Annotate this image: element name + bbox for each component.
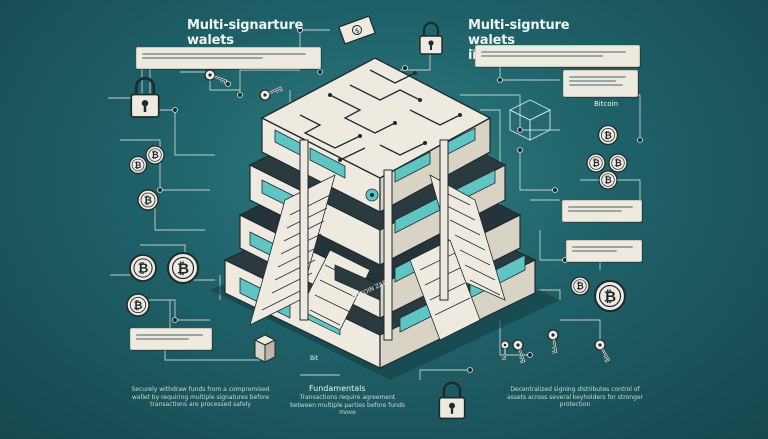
bitcoin-coin-icon xyxy=(145,145,165,165)
key-icon xyxy=(500,340,510,360)
note-right-2 xyxy=(562,200,642,222)
note-left-bottom xyxy=(130,328,212,350)
padlock-icon xyxy=(418,21,444,56)
bitcoin-coin-icon xyxy=(137,189,159,211)
padlock-icon xyxy=(438,381,466,420)
key-icon xyxy=(257,82,284,103)
floor-label: Bit xyxy=(310,355,319,362)
caption-right: Decentralized signing distributes contro… xyxy=(507,386,643,408)
bitcoin-coin-icon xyxy=(128,155,148,175)
key-icon xyxy=(546,328,562,354)
fundamentals-title: Fundamentals xyxy=(309,384,366,393)
note-right-3 xyxy=(566,240,642,262)
cube-icon xyxy=(253,334,277,363)
bitcoin-coin-icon xyxy=(608,153,628,173)
connection-lines xyxy=(108,29,641,380)
note-right-1 xyxy=(563,70,638,97)
key-icon xyxy=(510,337,530,364)
bitcoin-coin-icon xyxy=(126,293,150,317)
bitcoin-coin-icon xyxy=(586,153,606,173)
key-icon xyxy=(592,337,614,364)
note-top-right xyxy=(475,45,640,67)
bitcoin-coin-icon xyxy=(129,254,157,282)
caption-center: Transactions require agreement between m… xyxy=(290,394,405,416)
svg-text:$: $ xyxy=(354,26,361,35)
bitcoin-tag: Bitcoin xyxy=(594,100,619,108)
note-top-left xyxy=(136,47,321,69)
caption-left: Securely withdraw funds from a compromis… xyxy=(131,386,270,408)
bitcoin-coin-icon xyxy=(597,124,619,146)
bitcoin-coin-icon xyxy=(166,251,200,285)
wireframe-cube-icon xyxy=(508,99,552,141)
bitcoin-coin-icon xyxy=(598,170,618,190)
padlock-icon xyxy=(129,76,161,119)
money-bill-icon: $ xyxy=(338,15,376,45)
bitcoin-coin-icon xyxy=(593,279,627,313)
bitcoin-coin-icon xyxy=(570,276,590,296)
wallet-tower xyxy=(210,57,560,380)
key-icon xyxy=(202,67,229,87)
